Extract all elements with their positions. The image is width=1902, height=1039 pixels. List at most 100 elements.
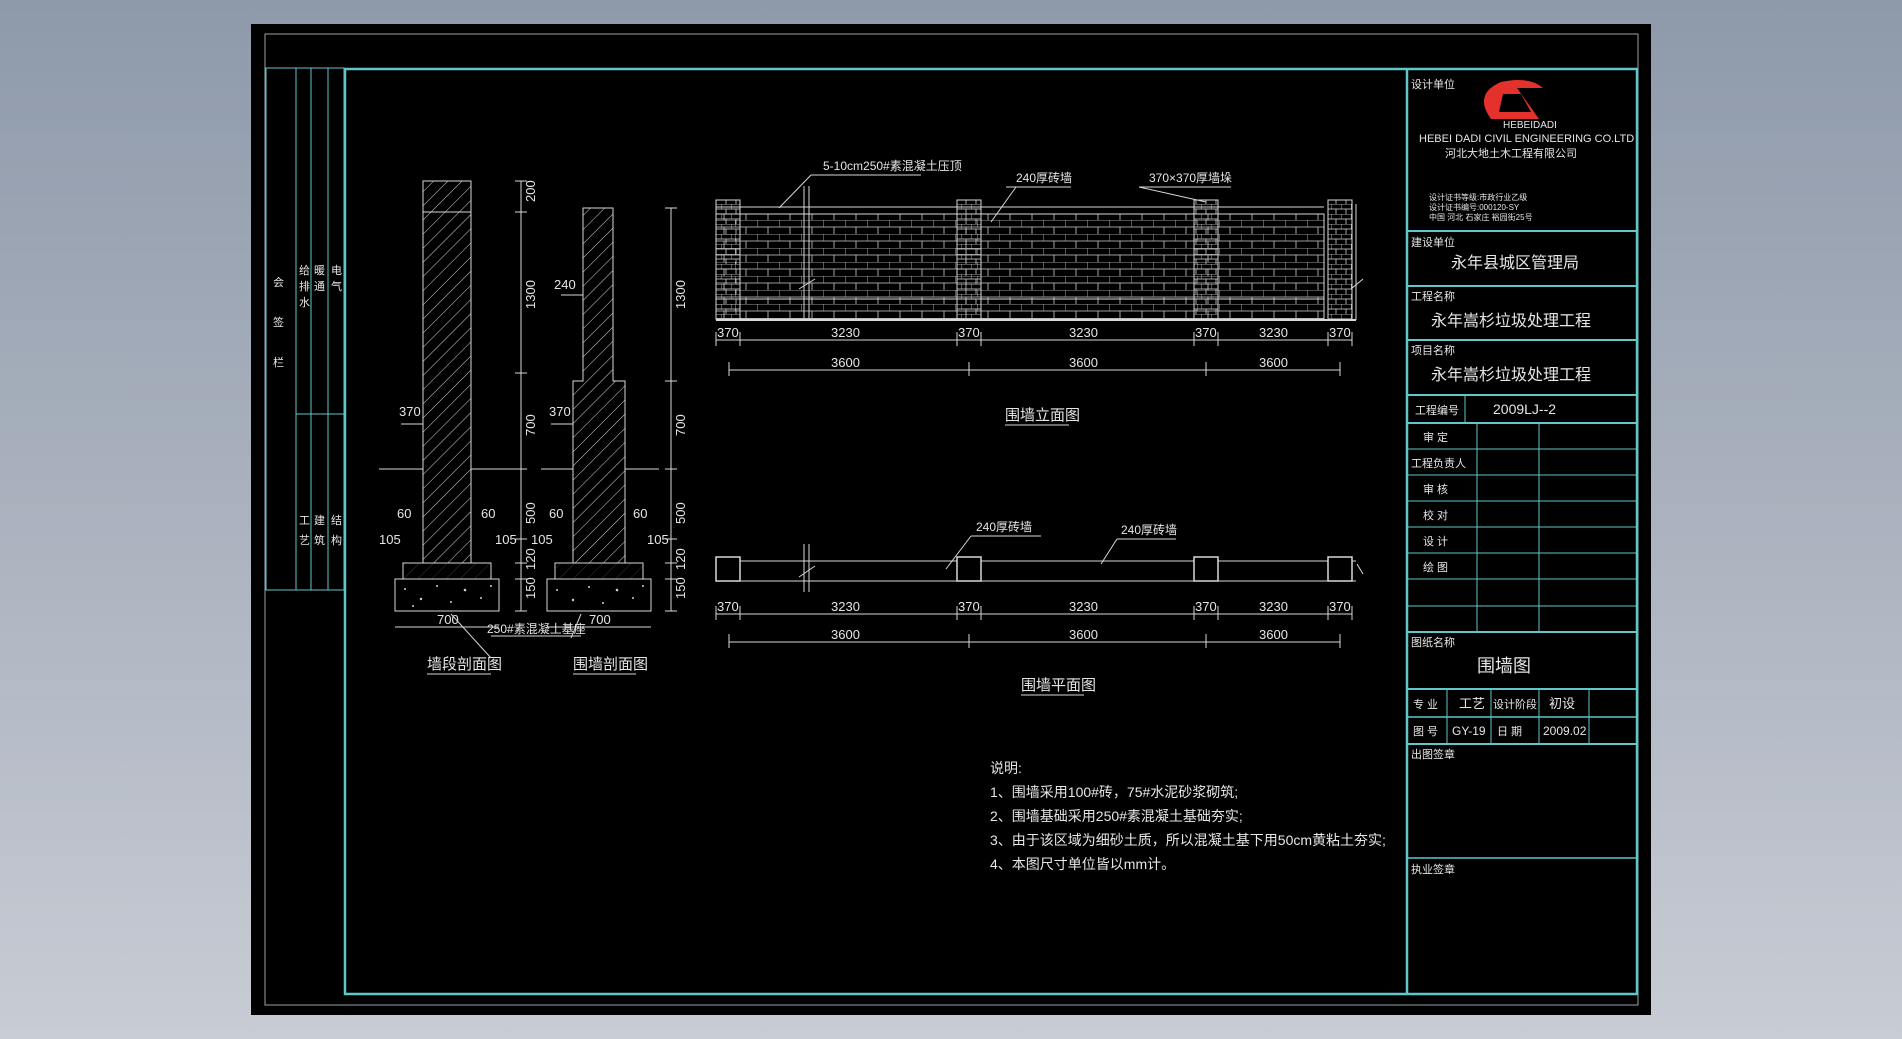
elevation-title: 围墙立面图: [1005, 407, 1080, 424]
plan-label-b: 240厚砖墙: [1121, 522, 1177, 537]
cert-line-3: 中国 河北 石家庄 裕园街25号: [1429, 212, 1533, 222]
elevation-view: 5-10cm250#素混凝土压顶 240厚砖墙 370×370厚墙垛 370 3…: [715, 158, 1364, 426]
company-logo: HEBEIDADI: [1483, 80, 1557, 131]
drawing-name: 围墙图: [1477, 656, 1531, 676]
elev-label-pier: 370×370厚墙垛: [1149, 170, 1232, 185]
strip-col-1-b: 签: [273, 315, 284, 329]
elev-dim-7: 370: [1329, 325, 1351, 340]
plan-title: 围墙平面图: [1021, 677, 1096, 694]
company-cn: 河北大地土木工程有限公司: [1445, 146, 1577, 160]
item-label: 项目名称: [1411, 343, 1455, 357]
s2-dim-1300: 1300: [673, 280, 688, 309]
elev-dim-10: 3600: [1259, 355, 1288, 370]
s1-dim-700: 700: [523, 414, 538, 436]
role-4: 校 对: [1423, 508, 1448, 522]
s2-dim-700-base: 700: [589, 612, 611, 627]
strip-lower-1: 工: [299, 515, 310, 527]
strip-lower-2: 艺: [299, 534, 310, 547]
s2-dim-105a: 105: [531, 532, 553, 547]
strip-col-1-a: 会: [273, 276, 284, 289]
plan-dim-3: 370: [958, 599, 980, 614]
project-name: 永年嵩杉垃圾处理工程: [1431, 312, 1591, 330]
practice-label: 执业签章: [1411, 862, 1455, 876]
notes-line-4: 4、本图尺寸单位皆以mm计。: [990, 856, 1175, 872]
strip-col-2-b: 排: [299, 279, 310, 293]
s1-dim-700-base: 700: [437, 612, 459, 627]
plan-dim-10: 3600: [1259, 627, 1288, 642]
spec-label: 专 业: [1413, 697, 1438, 711]
s1-dim-500: 500: [523, 502, 538, 524]
elev-dim-2: 3230: [831, 325, 860, 340]
s2-dim-60b: 60: [633, 506, 647, 521]
strip-col-4-a: 电: [331, 264, 342, 277]
s2-dim-60a: 60: [549, 506, 563, 521]
spec-value: 工艺: [1459, 696, 1485, 711]
strip-lower-3: 建: [314, 513, 325, 527]
elev-dim-8: 3600: [831, 355, 860, 370]
section-2: 1300 700 500 120 150 240 370 60 60 105 1…: [531, 207, 688, 675]
left-sign-strip: 会 签 栏 给 排 水 暖 通 电 气 工 艺 建 筑 结 构: [265, 67, 345, 591]
build-unit: 永年县城区管理局: [1451, 254, 1579, 272]
role-1: 审 定: [1423, 430, 1448, 444]
drawing-sheet: 会 签 栏 给 排 水 暖 通 电 气 工 艺 建 筑 结 构: [251, 24, 1651, 1015]
build-unit-label: 建设单位: [1411, 235, 1455, 249]
elev-dim-6: 3230: [1259, 325, 1288, 340]
s1-dim-60b: 60: [481, 506, 495, 521]
base-label: 250#素混凝土基座: [487, 621, 586, 636]
s1-dim-370: 370: [399, 404, 421, 419]
drawno-label: 图 号: [1413, 725, 1438, 738]
s1-dim-150: 150: [523, 577, 538, 599]
plan-dim-5: 370: [1195, 599, 1217, 614]
strip-col-3-b: 通: [314, 280, 325, 293]
notes-line-2: 2、围墙基础采用250#素混凝土基础夯实;: [990, 808, 1243, 824]
design-unit-label: 设计单位: [1411, 77, 1455, 91]
strip-col-2-c: 水: [299, 296, 310, 309]
item-name: 永年嵩杉垃圾处理工程: [1431, 366, 1591, 384]
notes-heading: 说明:: [990, 760, 1022, 776]
s1-dim-60a: 60: [397, 506, 411, 521]
plan-view: 240厚砖墙 240厚砖墙 370 3230 370 3230 370 3230…: [715, 519, 1364, 696]
date-label: 日 期: [1497, 725, 1522, 738]
title-block: 设计单位 HEBEIDADI HEBEI DADI CIVIL ENGINEER…: [1407, 77, 1637, 876]
number-label: 工程编号: [1415, 403, 1459, 417]
plan-dim-8: 3600: [831, 627, 860, 642]
strip-lower-6: 构: [331, 533, 342, 547]
role-6: 绘 图: [1423, 560, 1448, 574]
s1-dim-120: 120: [523, 548, 538, 570]
cad-drawing: 会 签 栏 给 排 水 暖 通 电 气 工 艺 建 筑 结 构: [264, 33, 1639, 1006]
notes-line-3: 3、由于该区域为细砂土质，所以混凝土基下用50cm黄粘土夯实;: [990, 832, 1386, 848]
elev-dim-5: 370: [1195, 325, 1217, 340]
notes: 说明: 1、围墙采用100#砖，75#水泥砂浆砌筑; 2、围墙基础采用250#素…: [990, 760, 1386, 872]
date-value: 2009.02: [1543, 724, 1587, 738]
drawno-value: GY-19: [1452, 724, 1486, 738]
strip-lower-4: 筑: [314, 533, 325, 547]
strip-col-1-c: 栏: [273, 355, 284, 369]
elev-dim-9: 3600: [1069, 355, 1098, 370]
s2-dim-120: 120: [673, 548, 688, 570]
elev-dim-3: 370: [958, 325, 980, 340]
strip-lower-5: 结: [331, 514, 342, 527]
plan-dim-9: 3600: [1069, 627, 1098, 642]
s2-dim-500: 500: [673, 502, 688, 524]
s1-dim-200: 200: [523, 180, 538, 202]
strip-col-2-a: 给: [299, 264, 310, 277]
s1-dim-105a: 105: [379, 532, 401, 547]
plan-dim-4: 3230: [1069, 599, 1098, 614]
cert-line-2: 设计证书编号:000120-SY: [1429, 202, 1520, 212]
plan-dim-7: 370: [1329, 599, 1351, 614]
company-en: HEBEI DADI CIVIL ENGINEERING CO.LTD: [1419, 133, 1634, 145]
role-2: 工程负责人: [1411, 456, 1466, 470]
strip-col-4-b: 气: [331, 279, 342, 293]
stage-value: 初设: [1549, 696, 1575, 711]
role-3: 审 核: [1423, 482, 1448, 496]
s2-dim-240: 240: [554, 277, 576, 292]
elev-dim-4: 3230: [1069, 325, 1098, 340]
project-number: 2009LJ--2: [1493, 401, 1556, 417]
plan-label-a: 240厚砖墙: [976, 519, 1032, 534]
s1-dim-105b: 105: [495, 532, 517, 547]
strip-col-3-a: 暖: [314, 264, 325, 277]
section-2-title: 围墙剖面图: [573, 656, 648, 673]
elev-label-top: 5-10cm250#素混凝土压顶: [823, 158, 962, 173]
s2-dim-150: 150: [673, 577, 688, 599]
plan-dim-1: 370: [717, 599, 739, 614]
